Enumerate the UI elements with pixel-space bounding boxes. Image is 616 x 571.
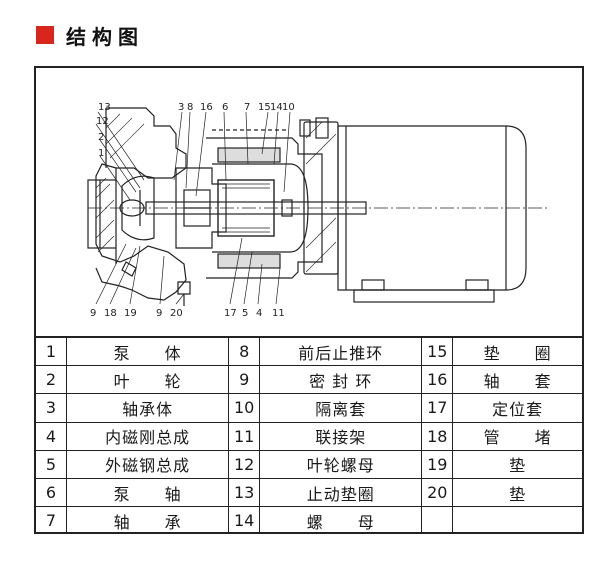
part-name bbox=[452, 506, 582, 535]
part-name: 止动垫圈 bbox=[259, 477, 423, 508]
part-number: 20 bbox=[421, 477, 454, 508]
part-number: 5 bbox=[36, 449, 67, 479]
part-name: 垫 bbox=[452, 477, 582, 508]
callout-13: 13 bbox=[98, 102, 111, 113]
callout-15: 15 bbox=[258, 102, 271, 113]
part-name: 泵 轴 bbox=[65, 477, 230, 508]
part-number: 11 bbox=[228, 421, 261, 451]
callout-9b: 9 bbox=[156, 308, 162, 319]
part-number: 8 bbox=[228, 336, 261, 367]
part-name: 管 堵 bbox=[452, 421, 582, 451]
part-number: 15 bbox=[421, 336, 454, 367]
part-name: 定位套 bbox=[452, 393, 582, 423]
callout-14: 14 bbox=[270, 102, 283, 113]
part-name: 垫 圈 bbox=[452, 336, 582, 367]
part-number bbox=[421, 506, 454, 535]
part-number: 13 bbox=[228, 477, 261, 508]
part-number: 7 bbox=[36, 506, 67, 535]
part-name: 垫 bbox=[452, 449, 582, 479]
part-number: 1 bbox=[36, 336, 67, 367]
callout-1: 1 bbox=[98, 148, 104, 159]
part-name: 轴 套 bbox=[452, 365, 582, 395]
part-name: 前后止推环 bbox=[259, 336, 423, 367]
part-name: 密 封 环 bbox=[259, 365, 423, 395]
part-name: 隔离套 bbox=[259, 393, 423, 423]
part-number: 17 bbox=[421, 393, 454, 423]
section-title: 结构图 bbox=[66, 24, 144, 49]
part-name: 轴 承 bbox=[65, 506, 230, 535]
part-name: 联接架 bbox=[259, 421, 423, 451]
callout-7: 7 bbox=[244, 102, 250, 113]
part-name: 内磁刚总成 bbox=[65, 421, 230, 451]
callout-12: 12 bbox=[96, 116, 109, 127]
part-name: 叶 轮 bbox=[65, 365, 230, 395]
callout-16: 16 bbox=[200, 102, 213, 113]
part-number: 3 bbox=[36, 393, 67, 423]
part-number: 19 bbox=[421, 449, 454, 479]
red-square-icon bbox=[36, 26, 54, 44]
callout-3: 3 bbox=[178, 102, 184, 113]
part-name: 轴承体 bbox=[65, 393, 230, 423]
structure-figure: 13 12 2 1 3 8 16 6 7 15 14 10 9 18 19 9 … bbox=[34, 66, 584, 535]
callout-17: 17 bbox=[224, 308, 237, 319]
callout-18: 18 bbox=[104, 308, 117, 319]
callout-19: 19 bbox=[124, 308, 137, 319]
part-name: 泵 体 bbox=[65, 336, 230, 367]
part-number: 10 bbox=[228, 393, 261, 423]
part-number: 9 bbox=[228, 365, 261, 395]
pump-cross-section-drawing: 13 12 2 1 3 8 16 6 7 15 14 10 9 18 19 9 … bbox=[87, 102, 548, 319]
callout-4: 4 bbox=[256, 308, 262, 319]
callout-5: 5 bbox=[242, 308, 248, 319]
part-number: 18 bbox=[421, 421, 454, 451]
callout-8: 8 bbox=[187, 102, 193, 113]
callout-20: 20 bbox=[170, 308, 183, 319]
callout-11: 11 bbox=[272, 308, 285, 319]
part-number: 12 bbox=[228, 449, 261, 479]
callout-9a: 9 bbox=[90, 308, 96, 319]
callout-2: 2 bbox=[98, 132, 104, 143]
part-number: 6 bbox=[36, 477, 67, 508]
callout-10: 10 bbox=[282, 102, 295, 113]
part-number: 14 bbox=[228, 506, 261, 535]
part-name: 叶轮螺母 bbox=[259, 449, 423, 479]
part-name: 螺 母 bbox=[259, 506, 423, 535]
part-number: 2 bbox=[36, 365, 67, 395]
part-number: 4 bbox=[36, 421, 67, 451]
callout-6: 6 bbox=[222, 102, 228, 113]
part-name: 外磁钢总成 bbox=[65, 449, 230, 479]
section-header: 结构图 bbox=[36, 22, 144, 49]
part-number: 16 bbox=[421, 365, 454, 395]
